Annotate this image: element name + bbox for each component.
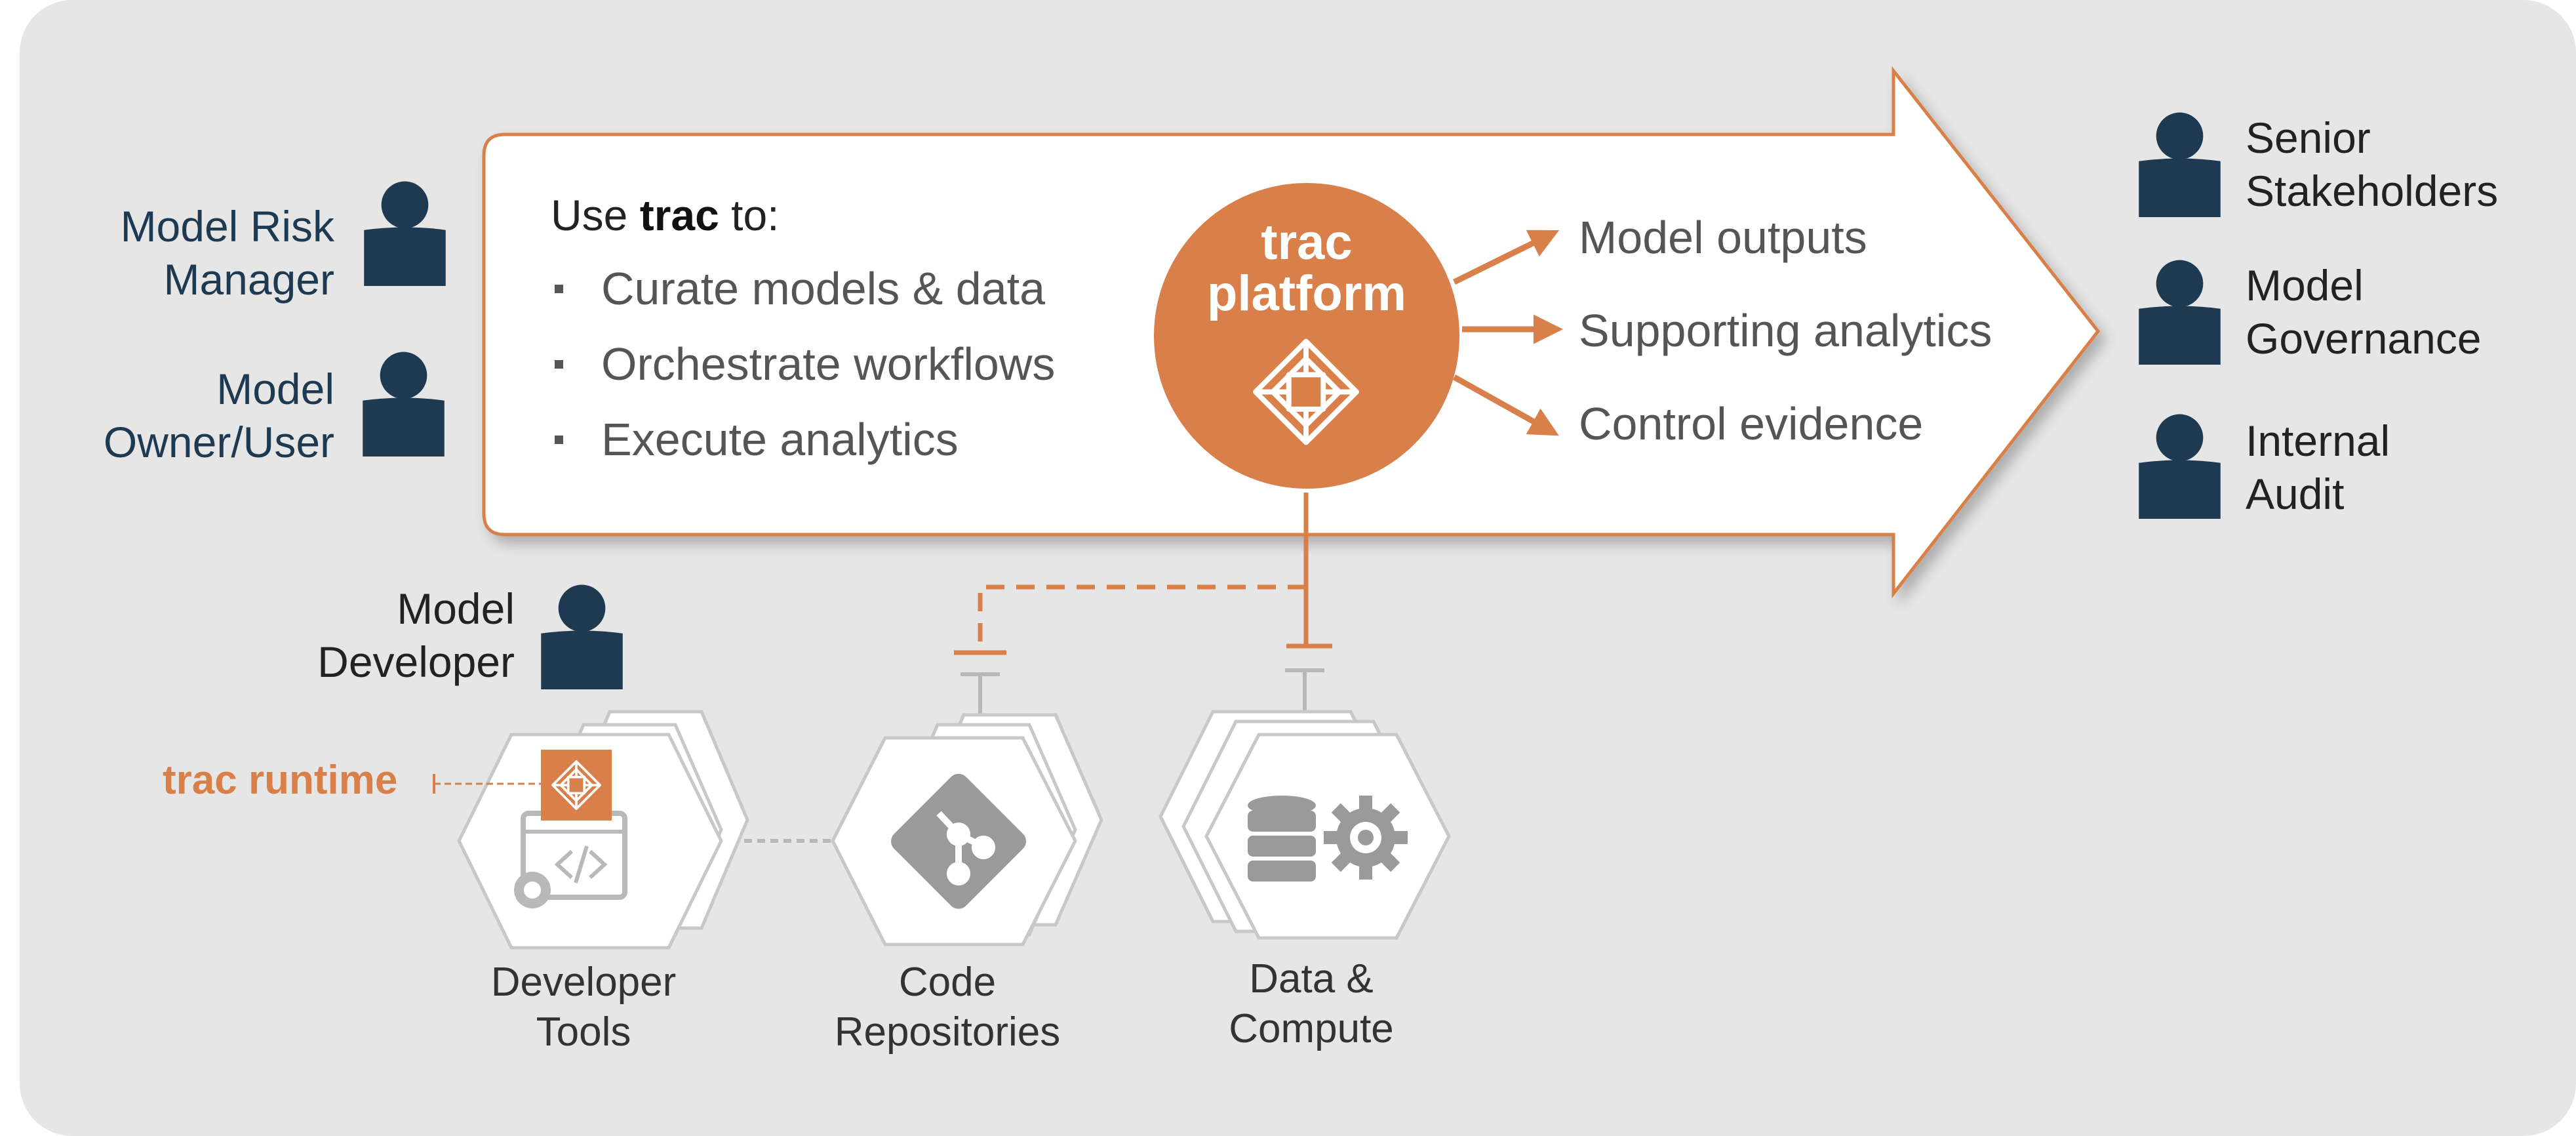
bullet-item: Execute analytics <box>555 413 959 466</box>
bullet-marker <box>555 359 563 369</box>
component-label-line: Data & <box>1249 956 1374 1002</box>
bullet-item: Curate models & data <box>555 262 1045 315</box>
bullet-marker <box>555 284 563 293</box>
role-label-line: Model <box>216 365 334 413</box>
git-icon <box>891 773 1026 909</box>
role-label-line: Model Risk <box>120 202 334 251</box>
bullet-text: Orchestrate workflows <box>601 338 1056 390</box>
output-arrows <box>1452 230 1563 436</box>
component-label-line: Repositories <box>834 1009 1061 1055</box>
bullet-marker <box>555 435 563 444</box>
role-label-line: Model <box>397 584 515 633</box>
component-label-line: Tools <box>536 1009 631 1055</box>
database-gear-icon <box>1248 796 1408 882</box>
platform-title-line2: platform <box>1207 266 1406 321</box>
role-label-line: Senior <box>2246 113 2371 162</box>
role-label-line: Manager <box>163 254 335 304</box>
role-label-line: Owner/User <box>103 417 334 466</box>
role-label-line: Stakeholders <box>2246 166 2499 215</box>
role-model-governance: Model Governance <box>2246 259 2482 365</box>
role-label-line: Governance <box>2246 314 2482 363</box>
use-trac-heading: Use trac to: <box>551 191 780 239</box>
component-label-line: Compute <box>1229 1005 1394 1051</box>
component-label-data-compute: Data & Compute <box>1180 954 1442 1053</box>
bullet-item: Orchestrate workflows <box>555 338 1055 390</box>
role-label-line: Internal <box>2246 416 2390 465</box>
output-model-outputs: Model outputs <box>1579 212 1867 263</box>
bullet-text: Execute analytics <box>601 414 959 465</box>
component-label-line: Code <box>898 960 997 1005</box>
role-label-line: Developer <box>317 637 515 686</box>
role-label-line: Audit <box>2246 469 2345 518</box>
role-model-owner-user: Model Owner/User <box>66 363 334 468</box>
role-label-line: Model <box>2246 261 2364 310</box>
component-label-code-repositories: Code Repositories <box>813 958 1082 1057</box>
bullet-text: Curate models & data <box>601 263 1046 314</box>
trac-platform-circle <box>1150 179 1463 493</box>
trac-runtime-label: trac runtime <box>163 758 398 803</box>
role-model-developer: Model Developer <box>249 582 515 688</box>
role-internal-audit: Internal Audit <box>2246 415 2390 520</box>
output-supporting-analytics: Supporting analytics <box>1579 305 1992 356</box>
trac-runtime-icon <box>541 750 612 821</box>
component-label-line: Developer <box>490 960 677 1005</box>
role-model-risk-manager: Model Risk Manager <box>66 200 334 306</box>
role-senior-stakeholders: Senior Stakeholders <box>2246 112 2498 217</box>
platform-title-line1: trac <box>1261 214 1352 270</box>
output-control-evidence: Control evidence <box>1579 398 1924 449</box>
component-label-developer-tools: Developer Tools <box>452 958 715 1057</box>
platform-connectors <box>954 489 1332 655</box>
